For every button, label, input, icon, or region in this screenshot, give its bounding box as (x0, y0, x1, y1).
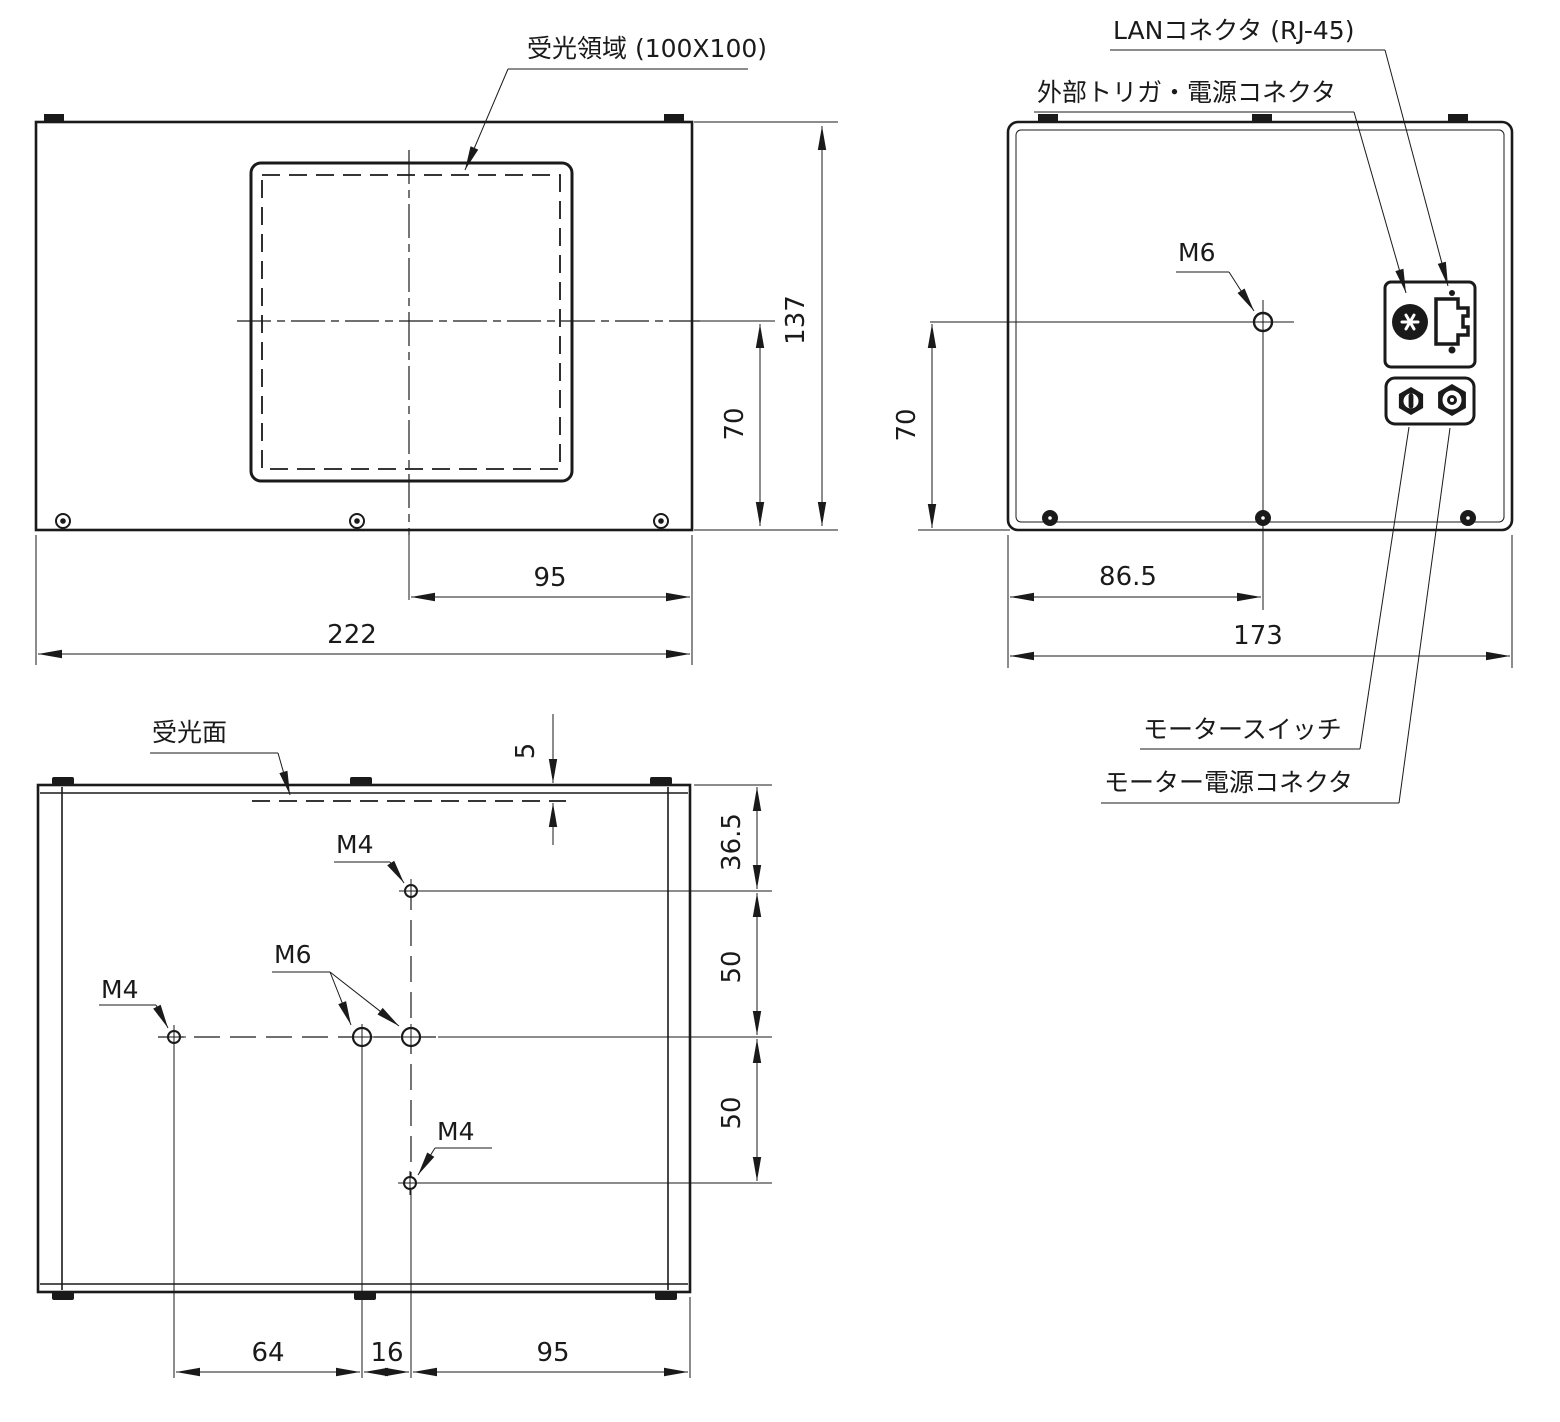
rear-dim-70: 70 (892, 408, 922, 441)
rear-view: M6 (892, 16, 1514, 804)
rear-motor-panel (1384, 376, 1476, 426)
motor-power-connector-icon (1438, 384, 1466, 416)
m4-top-label: M4 (336, 830, 373, 859)
lan-connector-label: LANコネクタ (RJ-45) (1113, 16, 1354, 45)
m4-left-label: M4 (101, 975, 138, 1004)
rear-dim-86-5: 86.5 (1099, 562, 1157, 592)
lan-connector-leader (1384, 49, 1449, 287)
rear-m6-leader (1228, 271, 1255, 312)
front-receiving-area-dashed (261, 174, 561, 470)
front-dim-137: 137 (781, 295, 811, 345)
rear-top-tab-1 (1038, 114, 1058, 122)
front-top-right-tab (664, 114, 684, 122)
bottom-dim-95: 95 (536, 1338, 569, 1368)
rear-feet (1042, 510, 1476, 526)
bottom-dim-5: 5 (511, 743, 541, 760)
receiving-surface-label: 受光面 (152, 718, 227, 747)
bottom-view: 受光面 5 (36, 714, 772, 1378)
front-area-leader (464, 68, 509, 171)
power-connector-icon (1392, 304, 1428, 340)
bottom-dim-16: 16 (370, 1338, 403, 1368)
front-top-left-tab (44, 114, 64, 122)
m4-left-leader (153, 1004, 169, 1029)
motor-switch-icon (1398, 387, 1424, 415)
rear-m6-hole (1252, 311, 1274, 333)
rear-io-panel (1383, 280, 1477, 369)
motor-switch-leader (1359, 426, 1410, 750)
rear-top-tab-3 (1448, 114, 1468, 122)
front-dim-95: 95 (533, 563, 566, 593)
front-dim-70: 70 (720, 407, 750, 440)
m4-bottom-label: M4 (437, 1117, 474, 1146)
trigger-power-leader (1353, 111, 1407, 294)
front-area-label: 受光領域 (100X100) (527, 34, 767, 63)
bottom-dim-64: 64 (251, 1338, 284, 1368)
rear-top-tab-2 (1252, 114, 1272, 122)
rear-body-inner-line (1015, 129, 1505, 523)
m6-leader-center (329, 971, 400, 1027)
bottom-dim-36-5: 36.5 (717, 813, 747, 871)
m4-top-leader (387, 860, 405, 884)
front-dim-222: 222 (327, 620, 377, 650)
motor-power-label: モーター電源コネクタ (1104, 768, 1353, 797)
front-window-bezel (249, 161, 574, 483)
mounting-holes (162, 879, 424, 1195)
bottom-feet-bumps (52, 777, 677, 1300)
rear-m6-label: M6 (1178, 238, 1215, 267)
motor-switch-label: モータースイッチ (1143, 715, 1342, 744)
trigger-power-label: 外部トリガ・電源コネクタ (1037, 78, 1336, 107)
front-body-outline (34, 120, 694, 532)
m4-bottom-leader (417, 1147, 436, 1176)
bottom-dim-50-upper: 50 (717, 950, 747, 983)
m6-label: M6 (274, 940, 311, 969)
rear-dim-173: 173 (1233, 621, 1283, 651)
front-feet (55, 513, 669, 529)
bottom-dim-50-lower: 50 (717, 1096, 747, 1129)
lan-port-icon (1434, 290, 1470, 354)
front-view: 137 70 95 222 受光領域 (100X100) (34, 34, 838, 665)
motor-power-leader (1398, 427, 1451, 804)
receiving-surface-leader (277, 752, 291, 796)
m6-leader-left (329, 971, 352, 1026)
